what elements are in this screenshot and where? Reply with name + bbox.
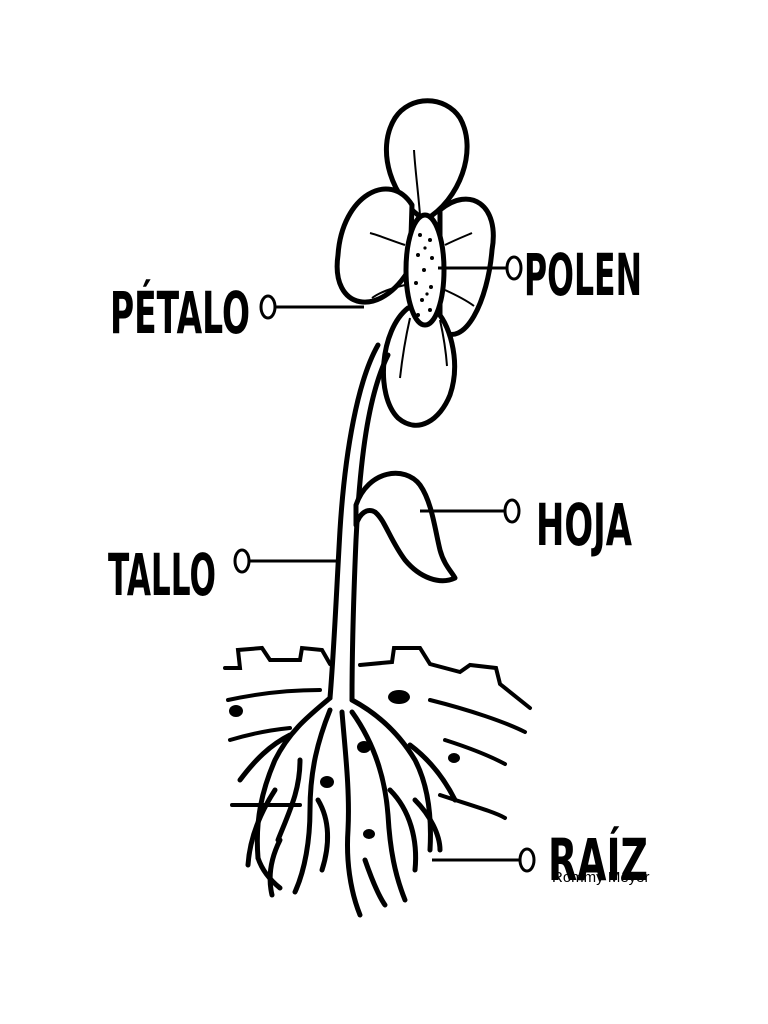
callout-hoja bbox=[420, 498, 521, 524]
label-petalo: PÉTALO bbox=[110, 278, 250, 347]
petal-bottom bbox=[380, 305, 458, 428]
callout-petalo bbox=[259, 294, 364, 320]
leaf bbox=[353, 470, 458, 584]
stem bbox=[327, 342, 391, 703]
callout-polen bbox=[438, 255, 523, 281]
petal-left bbox=[334, 186, 415, 305]
label-raiz: RAÍZ bbox=[548, 825, 648, 894]
flower bbox=[334, 98, 496, 428]
soil-pebbles bbox=[229, 690, 460, 839]
soil bbox=[223, 645, 532, 820]
label-hoja: HOJA bbox=[536, 491, 632, 559]
watermark-text: Rommy Meyer bbox=[552, 869, 650, 886]
petal-lines bbox=[369, 149, 475, 379]
callout-raiz bbox=[432, 847, 536, 873]
label-tallo: TALLO bbox=[108, 541, 216, 609]
roots bbox=[237, 695, 458, 918]
label-polen: POLEN bbox=[524, 241, 642, 309]
pollen-dots bbox=[414, 233, 434, 317]
callout-tallo bbox=[233, 548, 340, 574]
petal-top bbox=[384, 98, 470, 223]
